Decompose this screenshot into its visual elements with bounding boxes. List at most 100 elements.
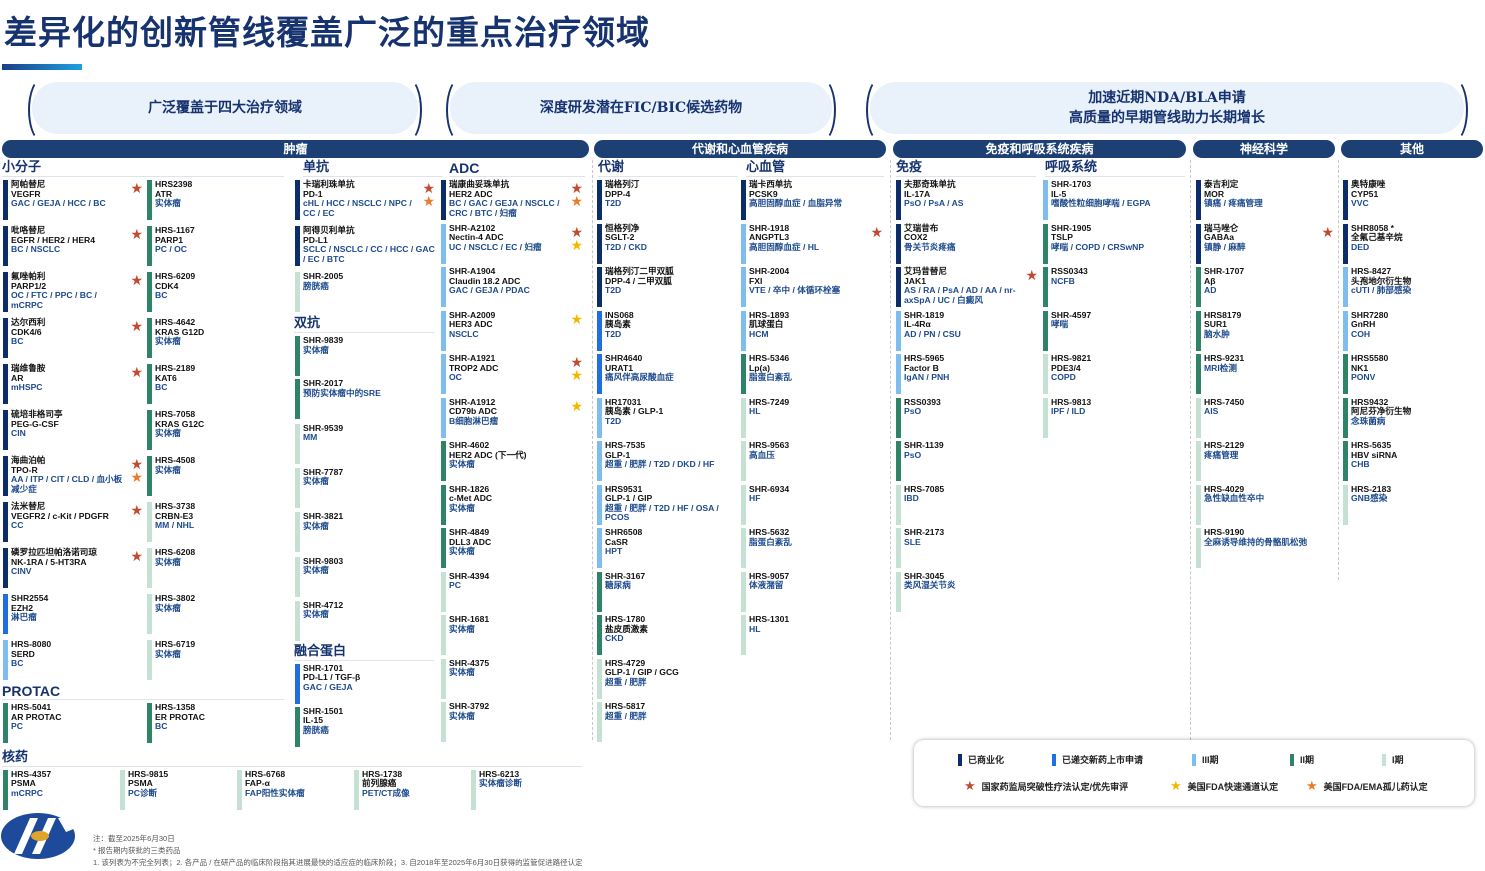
pipeline-card[interactable]: SHR-1819IL-4RαAD / PN / CSU (896, 310, 1038, 351)
pipeline-card[interactable]: SHR-3792实体瘤 (441, 701, 583, 742)
pipeline-card[interactable]: 达尔西利CDK4/6BC★ (3, 317, 143, 358)
pipeline-card[interactable]: SHR-A1904Claudin 18.2 ADCGAC / GEJA / PD… (441, 266, 583, 307)
pipeline-card[interactable]: 硫培非格司亭PEG-G-CSFCIN (3, 409, 143, 450)
pipeline-card[interactable]: HRS8179SUR1脑水肿 (1196, 310, 1334, 351)
pipeline-card[interactable]: HRS-2183GNB感染 (1343, 484, 1481, 525)
pipeline-card[interactable]: HRS-4357PSMAmCRPC (3, 769, 115, 810)
pipeline-card[interactable]: 阿得贝利单抗PD-L1SCLC / NSCLC / CC / HCC / GAC… (295, 225, 435, 266)
pipeline-card[interactable]: HRS-1780盐皮质激素CKD (597, 614, 737, 655)
pipeline-card[interactable]: 卡瑞利珠单抗PD-1cHL / HCC / NSCLC / NPC / CC /… (295, 179, 435, 220)
pipeline-card[interactable]: HRS-9231MRI检测 (1196, 353, 1334, 394)
pipeline-card[interactable]: INS068胰岛素T2D (597, 310, 737, 351)
pipeline-card[interactable]: HRS2398ATR实体瘤 (147, 179, 283, 220)
pipeline-card[interactable]: SHR-3045类风湿关节炎 (896, 571, 1038, 612)
pipeline-card[interactable]: 恒格列净SGLT-2T2D / CKD (597, 223, 737, 264)
pipeline-card[interactable]: SHR-1501IL-15膀胱癌 (295, 706, 435, 747)
pipeline-card[interactable]: SHR-1905TSLP哮喘 / COPD / CRSwNP (1043, 223, 1185, 264)
pipeline-card[interactable]: RSS0343NCFB (1043, 266, 1185, 307)
pipeline-card[interactable]: HRS-8427头孢地尔衍生物cUTI / 肺部感染 (1343, 266, 1481, 307)
pipeline-card[interactable]: HRS-1738前列腺癌PET/CT成像 (354, 769, 466, 810)
pipeline-card[interactable]: 艾玛昔替尼JAK1AS / RA / PsA / AD / AA / nr-ax… (896, 266, 1038, 307)
pipeline-card[interactable]: HRS-1358ER PROTACBC (147, 702, 283, 743)
pipeline-card[interactable]: 瑞格列汀二甲双胍DPP-4 / 二甲双胍T2D (597, 266, 737, 307)
pipeline-card[interactable]: SHR-4394PC (441, 571, 583, 612)
pipeline-card[interactable]: SHR-7787实体瘤 (295, 467, 435, 508)
pipeline-card[interactable]: HRS-5965Factor BIgAN / PNH (896, 353, 1038, 394)
pipeline-card[interactable]: 阿帕替尼VEGFRGAC / GEJA / HCC / BC★ (3, 179, 143, 220)
pipeline-card[interactable]: HRS-6213实体瘤诊断 (471, 769, 583, 810)
pipeline-card[interactable]: HRS-2129疼痛管理 (1196, 440, 1334, 481)
pipeline-card[interactable]: HRS-5041AR PROTACPC (3, 702, 139, 743)
pipeline-card[interactable]: HRS-3738CRBN-E3MM / NHL (147, 501, 283, 542)
pipeline-card[interactable]: 奥特康唑CYP51VVC (1343, 179, 1481, 220)
pipeline-card[interactable]: SHR-1703IL-5嗜酸性粒细胞哮喘 / EGPA (1043, 179, 1185, 220)
pipeline-card[interactable]: HRS-7085IBD (896, 484, 1038, 525)
pipeline-card[interactable]: SHR2554EZH2淋巴瘤 (3, 593, 143, 634)
pipeline-card[interactable]: HRS-6209CDK4BC (147, 271, 283, 312)
pipeline-card[interactable]: 法米替尼VEGFR2 / c-Kit / PDGFRCC★ (3, 501, 143, 542)
pipeline-card[interactable]: HRS-9821PDE3/4COPD (1043, 353, 1185, 394)
pipeline-card[interactable]: SHR-1701PD-L1 / TGF-βGAC / GEJA (295, 663, 435, 704)
pipeline-card[interactable]: HRS-6719实体瘤 (147, 639, 283, 680)
pipeline-card[interactable]: HRS-7058KRAS G12C实体瘤 (147, 409, 283, 450)
pipeline-card[interactable]: SHR-4712实体瘤 (295, 600, 435, 641)
pipeline-card[interactable]: HRS9432阿尼芬净衍生物念珠菌病 (1343, 397, 1481, 438)
pipeline-card[interactable]: SHR-A2009HER3 ADCNSCLC★ (441, 310, 583, 351)
pipeline-card[interactable]: HRS-9813IPF / ILD (1043, 397, 1185, 438)
pipeline-card[interactable]: HRS9531GLP-1 / GIP超重 / 肥胖 / T2D / HF / O… (597, 484, 737, 525)
pipeline-card[interactable]: 夫那奇珠单抗IL-17APsO / PsA / AS (896, 179, 1038, 220)
pipeline-card[interactable]: HRS-8080SERDBC (3, 639, 143, 680)
pipeline-card[interactable]: HRS-3802实体瘤 (147, 593, 283, 634)
pipeline-card[interactable]: SHR-3167糖尿病 (597, 571, 737, 612)
pipeline-card[interactable]: HRS-7450AIS (1196, 397, 1334, 438)
pipeline-card[interactable]: HRS-5632脂蛋白紊乱 (741, 527, 883, 568)
pipeline-card[interactable]: HRS-7535GLP-1超重 / 肥胖 / T2D / DKD / HF (597, 440, 737, 481)
pipeline-card[interactable]: SHR-3821实体瘤 (295, 512, 435, 553)
pipeline-card[interactable]: 瑞维鲁胺ARmHSPC★ (3, 363, 143, 404)
pipeline-card[interactable]: HRS-9815PSMAPC诊断 (120, 769, 232, 810)
pipeline-card[interactable]: SHR-1707AβAD (1196, 266, 1334, 307)
pipeline-card[interactable]: HRS-9190全麻诱导维持的骨骼肌松弛 (1196, 527, 1334, 568)
pipeline-card[interactable]: 艾瑞昔布COX2骨关节炎疼痛 (896, 223, 1038, 264)
pipeline-card[interactable]: 磷罗拉匹坦帕洛诺司琼NK-1RA / 5-HT3RACINV★ (3, 547, 143, 588)
pipeline-card[interactable]: SHR-4849DLL3 ADC实体瘤 (441, 527, 583, 568)
pipeline-card[interactable]: SHR-4602HER2 ADC (下一代)实体瘤 (441, 440, 583, 481)
pipeline-card[interactable]: 泰吉利定MOR镇痛 / 疼痛管理 (1196, 179, 1334, 220)
pipeline-card[interactable]: HRS-4029急性缺血性卒中 (1196, 484, 1334, 525)
pipeline-card[interactable]: SHR6508CaSRHPT (597, 527, 737, 568)
pipeline-card[interactable]: RSS0393PsO (896, 397, 1038, 438)
pipeline-card[interactable]: HRS-5346Lp(a)脂蛋白紊乱 (741, 353, 883, 394)
pipeline-card[interactable]: SHR8058 *全氟己基辛烷DED (1343, 223, 1481, 264)
pipeline-card[interactable]: 氟唑帕利PARP1/2OC / FTC / PPC / BC / mCRPC★ (3, 271, 143, 312)
pipeline-card[interactable]: SHR-1918ANGPTL3高胆固醇血症 / HL★ (741, 223, 883, 264)
pipeline-card[interactable]: SHR-1826c-Met ADC实体瘤 (441, 484, 583, 525)
pipeline-card[interactable]: HRS-9563高血压 (741, 440, 883, 481)
pipeline-card[interactable]: SHR7280GnRHCOH (1343, 310, 1481, 351)
pipeline-card[interactable]: HRS-5817超重 / 肥胖 (597, 701, 737, 742)
pipeline-card[interactable]: HRS-1301HL (741, 614, 883, 655)
pipeline-card[interactable]: HRS-4508实体瘤 (147, 455, 283, 496)
pipeline-card[interactable]: HRS-1167PARP1PC / OC (147, 225, 283, 266)
pipeline-card[interactable]: SHR-4375实体瘤 (441, 658, 583, 699)
pipeline-card[interactable]: SHR-2005膀胱癌 (295, 271, 435, 312)
pipeline-card[interactable]: SHR-A1921TROP2 ADCOC★★ (441, 353, 583, 394)
pipeline-card[interactable]: HR17031胰岛素 / GLP-1T2D (597, 397, 737, 438)
pipeline-card[interactable]: SHR-9803实体瘤 (295, 556, 435, 597)
pipeline-card[interactable]: SHR-6934HF (741, 484, 883, 525)
pipeline-card[interactable]: HRS-1893肌球蛋白HCM (741, 310, 883, 351)
pipeline-card[interactable]: SHR4640URAT1痛风伴高尿酸血症 (597, 353, 737, 394)
pipeline-card[interactable]: 瑞康曲妥珠单抗HER2 ADCBC / GAC / GEJA / NSCLC /… (441, 179, 583, 220)
pipeline-card[interactable]: HRS-9057体液潴留 (741, 571, 883, 612)
pipeline-card[interactable]: 瑞卡西单抗PCSK9高胆固醇血症 / 血脂异常 (741, 179, 883, 220)
pipeline-card[interactable]: SHR-1139PsO (896, 440, 1038, 481)
pipeline-card[interactable]: 吡咯替尼EGFR / HER2 / HER4BC / NSCLC★ (3, 225, 143, 266)
pipeline-card[interactable]: SHR-2004FXIVTE / 卒中 / 体循环栓塞 (741, 266, 883, 307)
pipeline-card[interactable]: HRS-4729GLP-1 / GIP / GCG超重 / 肥胖 (597, 658, 737, 699)
pipeline-card[interactable]: 海曲泊帕TPO-RAA / ITP / CIT / CLD / 血小板减少症★★ (3, 455, 143, 496)
pipeline-card[interactable]: SHR-1681实体瘤 (441, 614, 583, 655)
pipeline-card[interactable]: HRS-7249HL (741, 397, 883, 438)
pipeline-card[interactable]: 瑞马唑仑GABAa镇静 / 麻醉★ (1196, 223, 1334, 264)
pipeline-card[interactable]: HRS-6768FAP-αFAP阳性实体瘤 (237, 769, 349, 810)
pipeline-card[interactable]: 瑞格列汀DPP-4T2D (597, 179, 737, 220)
pipeline-card[interactable]: HRS-4642KRAS G12D实体瘤 (147, 317, 283, 358)
